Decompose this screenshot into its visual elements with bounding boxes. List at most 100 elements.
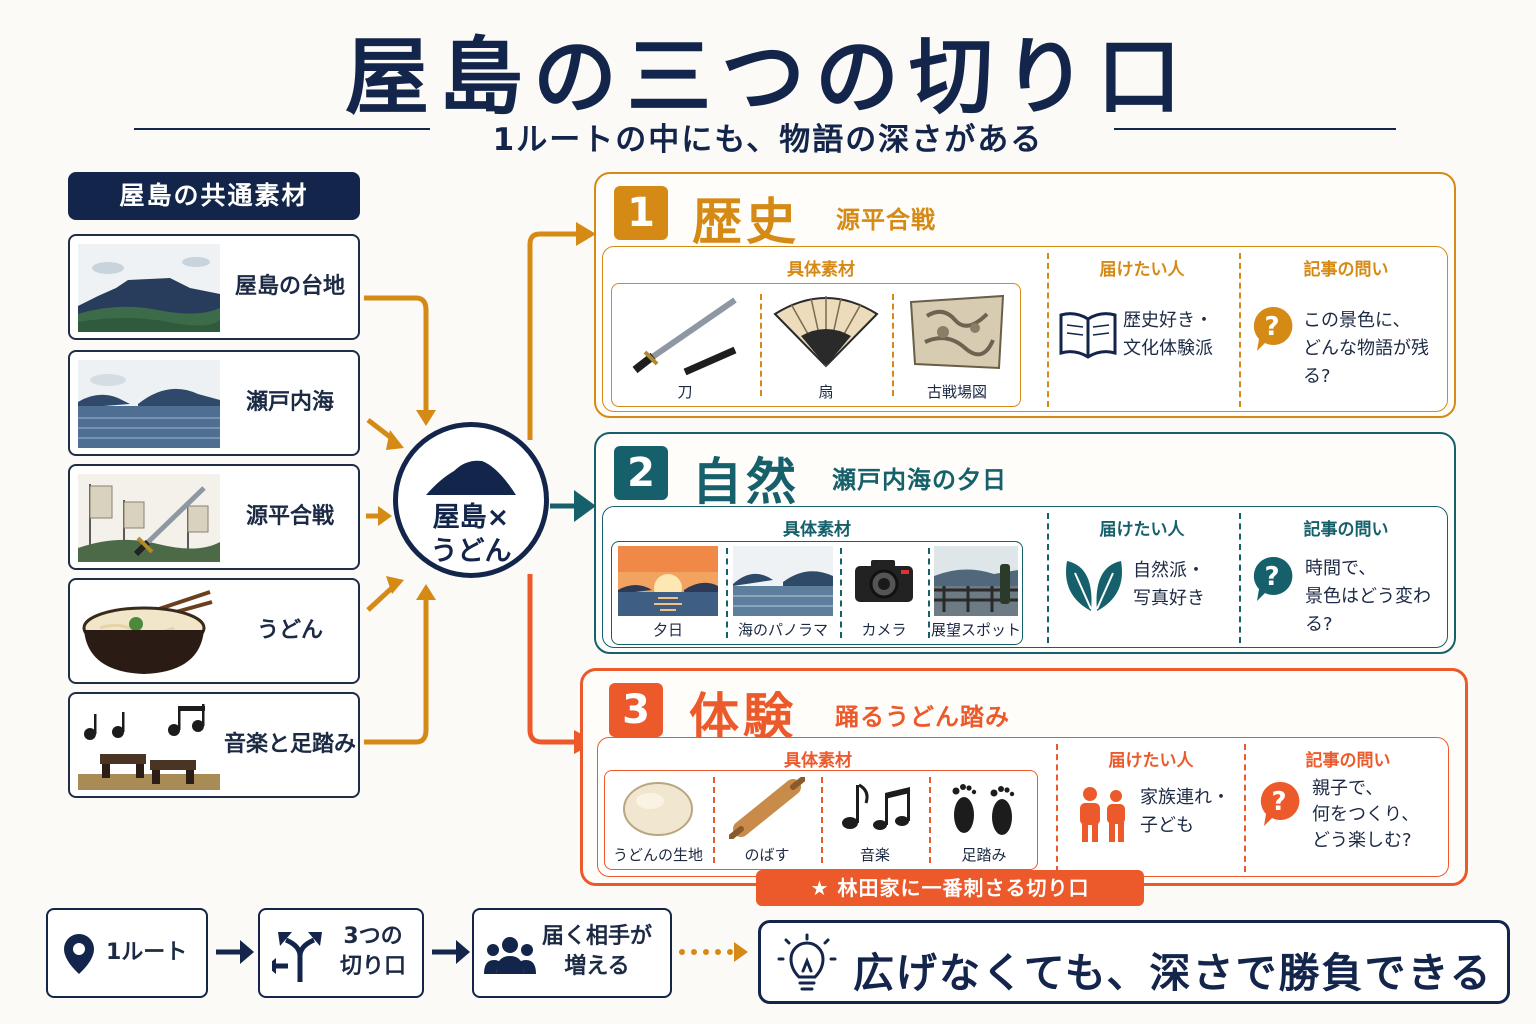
question-line: 時間で、: [1305, 558, 1377, 579]
material-label: 音楽と足踏み: [223, 732, 356, 757]
leaf-icon: [1066, 561, 1122, 611]
rolling-pin-icon: [729, 777, 805, 839]
material-sword: 刀: [612, 284, 758, 406]
panel-title: 歴史: [692, 193, 800, 251]
title-rule-right: [1114, 128, 1396, 130]
panel-inner: 具体素材 うどんの生地 のばす: [597, 737, 1449, 877]
material-divider: [760, 294, 762, 396]
column-divider: [1047, 513, 1049, 643]
svg-text:?: ?: [1264, 312, 1279, 342]
who-line: 子ども: [1140, 815, 1194, 836]
hub-label: 屋島× うどん: [398, 501, 544, 569]
lightbulb-icon: [777, 933, 837, 991]
flow-arrow-icon: [216, 940, 254, 964]
panel-subtitle: 瀬戸内海の夕日: [832, 466, 1007, 494]
question-header: 記事の問い: [1303, 260, 1389, 280]
material-rolling: のばす: [715, 771, 819, 869]
material-divider: [892, 294, 894, 396]
material-camera: カメラ: [842, 542, 926, 644]
panel-title: 体験: [689, 688, 797, 746]
flow-text: 届く相手が 増える: [542, 922, 652, 982]
material-divider: [726, 548, 728, 638]
who-text: 歴史好き・ 文化体験派: [1123, 307, 1213, 363]
split-arrow-icon: [272, 932, 322, 982]
svg-text:?: ?: [1271, 787, 1286, 817]
mountain-icon: [426, 460, 516, 495]
viewpoint-icon: [934, 546, 1018, 616]
conclusion-box: 広げなくても、深さで勝負できる: [758, 920, 1510, 1004]
who-line: 写真好き: [1133, 588, 1205, 609]
who-header: 届けたい人: [1108, 751, 1194, 771]
question-icon: ?: [1253, 306, 1293, 351]
column-divider: [1239, 253, 1241, 407]
flow-line: 届く相手が: [542, 924, 653, 949]
conclusion-text: 広げなくても、深さで勝負できる: [853, 949, 1493, 997]
material-caption: 古戦場図: [926, 383, 987, 401]
panel-subtitle: 踊るうどん踏み: [835, 703, 1010, 731]
flow-text: 3つの 切り口: [340, 922, 406, 982]
who-text: 家族連れ・ 子ども: [1140, 784, 1230, 840]
material-divider: [929, 777, 931, 863]
title-rule-left: [134, 128, 430, 130]
material-caption: 扇: [818, 383, 834, 401]
panel-history: 1 歴史 源平合戦 具体素材 刀: [594, 172, 1456, 418]
who-line: 文化体験派: [1123, 338, 1213, 359]
battle-illustration: [78, 474, 220, 562]
who-line: 自然派・: [1133, 560, 1205, 581]
panel-number: 3: [609, 683, 663, 737]
material-label: 屋島の台地: [234, 274, 345, 299]
materials-box: 夕日 海のパノラマ: [611, 541, 1023, 645]
material-caption: 展望スポット: [930, 621, 1021, 639]
question-header: 記事の問い: [1305, 751, 1391, 771]
dough-icon: [623, 782, 693, 836]
hub-circle: 屋島× うどん: [393, 422, 549, 578]
panel-number: 1: [614, 186, 668, 240]
question-icon: ?: [1253, 556, 1293, 601]
question-line: どう楽しむ?: [1312, 830, 1412, 851]
column-divider: [1047, 253, 1049, 407]
plateau-illustration: [78, 244, 220, 332]
who-header: 届けたい人: [1099, 520, 1185, 540]
material-divider: [713, 777, 715, 863]
music-stomp-illustration: [78, 702, 220, 790]
material-caption: 音楽: [859, 846, 890, 864]
column-divider: [1244, 744, 1246, 872]
panel-title: 自然: [692, 453, 800, 511]
material-card-udon: うどん: [68, 578, 360, 684]
who-header: 届けたい人: [1099, 260, 1185, 280]
who-line: 歴史好き・: [1123, 310, 1213, 331]
who-line: 家族連れ・: [1140, 787, 1230, 808]
material-caption: うどんの生地: [612, 846, 703, 864]
material-card-inland-sea: 瀬戸内海: [68, 350, 360, 456]
flow-text: 1ルート: [106, 940, 188, 965]
people-icon: [484, 937, 536, 974]
material-caption: カメラ: [861, 621, 907, 639]
material-label: うどん: [256, 618, 323, 643]
question-icon: ?: [1260, 781, 1300, 826]
material-label: 源平合戦: [245, 504, 334, 529]
material-card-genpei: 源平合戦: [68, 464, 360, 570]
hub-line-2: うどん: [430, 536, 512, 567]
materials-box: 刀 扇: [611, 283, 1021, 407]
fan-icon: [773, 296, 879, 368]
question-line: 景色はどう変わる?: [1305, 586, 1431, 635]
question-text: この景色に、 どんな物語が残る?: [1303, 307, 1447, 391]
column-divider: [1056, 744, 1058, 872]
question-header: 記事の問い: [1303, 520, 1389, 540]
material-panorama: 海のパノラマ: [728, 542, 838, 644]
material-caption: 海のパノラマ: [737, 621, 828, 639]
flow-step-route: 1ルート: [46, 908, 208, 998]
dotted-arrow-icon: [679, 942, 748, 962]
question-line: 何をつくり、: [1312, 804, 1420, 825]
material-battlefield-map: 古戦場図: [894, 284, 1020, 406]
material-fan: 扇: [762, 284, 890, 406]
materials-box: うどんの生地 のばす: [604, 770, 1038, 870]
udon-illustration: [78, 588, 220, 676]
material-divider: [821, 777, 823, 863]
page-subtitle: 1ルートの中にも、物語の深さがある: [492, 122, 1044, 158]
flow-step-angles: 3つの 切り口: [258, 908, 424, 998]
material-card-music: 音楽と足踏み: [68, 692, 360, 798]
flow-line: 増える: [564, 954, 630, 979]
material-divider: [928, 548, 930, 638]
material-dough: うどんの生地: [605, 771, 711, 869]
